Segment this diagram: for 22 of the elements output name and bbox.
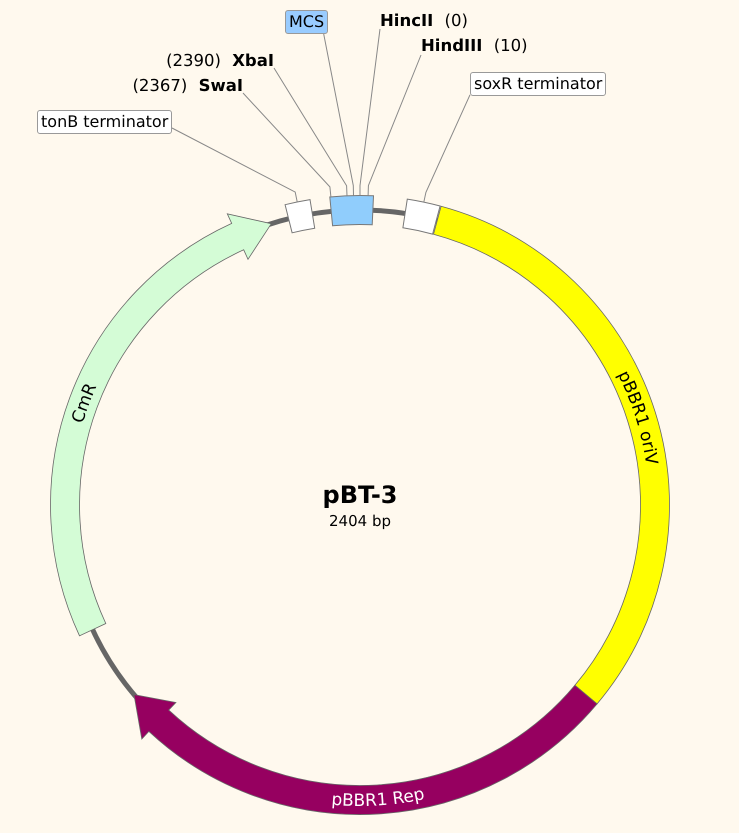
leader-line [368,54,422,196]
leader-line [172,128,298,202]
site-label: (2367) SwaI [132,76,243,96]
feature-label: MCS [285,10,328,34]
terminator-block [284,199,316,234]
mcs-block [329,195,374,226]
feature-name: pBBR1 Rep [330,784,426,812]
plasmid-name: pBT-3 [322,481,398,509]
feature-label: tonB terminator [37,110,172,134]
leader-line [242,92,332,198]
site-label: HincII (0) [380,11,468,31]
feature-label: soxR terminator [470,72,606,96]
plasmid-size: 2404 bp [329,512,391,531]
site-label: (2390) XbaI [166,51,274,71]
gene-arrow [50,213,272,636]
leader-line [274,68,348,196]
site-label: HindIII (10) [421,36,528,56]
leader-line [423,94,470,203]
origin-segment [433,206,670,704]
terminator-block [402,198,441,235]
leader-line [360,28,380,196]
gene-arrow [134,684,598,815]
